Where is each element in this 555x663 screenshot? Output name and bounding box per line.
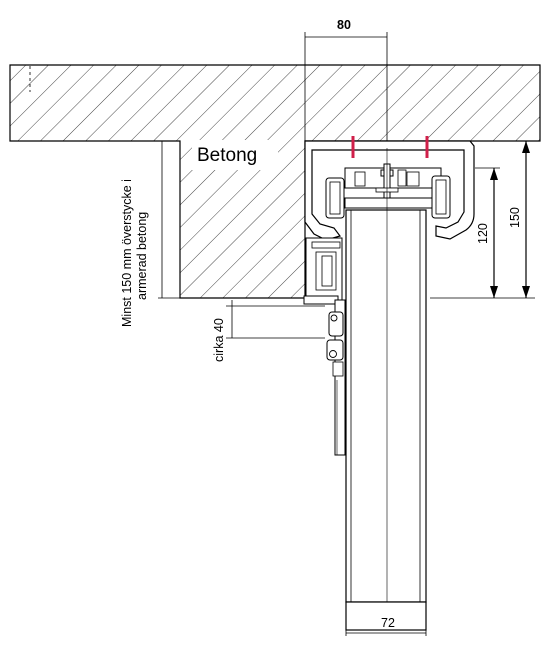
gap-note: cirka 40 — [212, 318, 226, 362]
rail-width-dimension — [304, 32, 388, 148]
overlap-dimension — [158, 140, 180, 299]
ceiling-fasteners — [351, 136, 429, 158]
rail-height-outer-value: 150 — [508, 207, 522, 228]
rail-height-inner-value: 120 — [476, 223, 490, 244]
door-panel — [345, 148, 427, 631]
overlap-note-line2: armerad betong — [135, 212, 149, 300]
height-dimensions — [430, 140, 535, 299]
guide-bracket — [303, 237, 346, 456]
ceiling-track — [304, 140, 475, 241]
rail-width-value: 80 — [337, 18, 351, 32]
panel-width-dimension — [345, 630, 427, 636]
overlap-note-line1: Minst 150 mm överstycke i — [120, 179, 134, 327]
gap-dimension — [226, 300, 325, 339]
panel-width-value: 72 — [381, 616, 395, 630]
concrete-slab — [9, 64, 541, 299]
material-label: Betong — [197, 145, 257, 166]
